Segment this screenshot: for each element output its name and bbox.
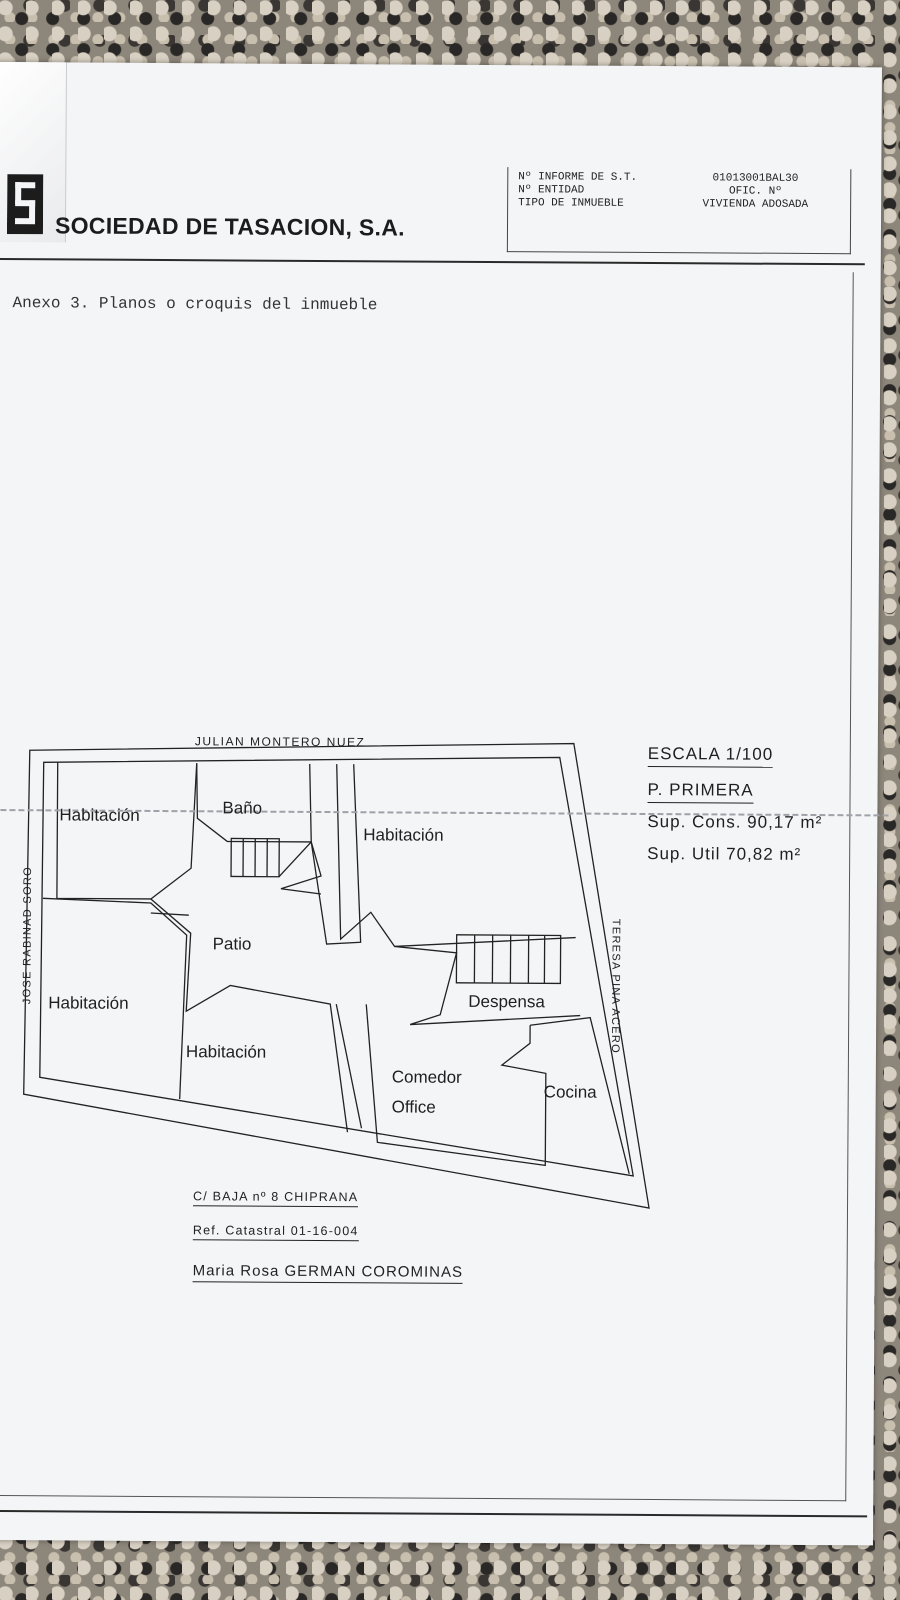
wall-cocina — [530, 1016, 630, 1175]
wall-patio — [150, 898, 349, 1133]
wall-left-room — [42, 897, 188, 1100]
wall-despensa — [394, 945, 581, 1026]
room-label-habitacion-top-left: Habitación — [59, 805, 139, 824]
owner-name: Maria Rosa GERMAN COROMINAS — [192, 1262, 463, 1284]
room-label-bano: Baño — [222, 798, 262, 817]
floor-plan: JULIAN MONTERO NUEZ JOSE RABINAD SORO TE… — [0, 734, 892, 1209]
company-logo-icon — [6, 174, 44, 235]
staircase-upper — [230, 837, 322, 895]
header-ofic-label: OFIC. Nº — [728, 185, 782, 198]
company-name: SOCIEDAD DE TASACION, S.A. — [54, 212, 405, 241]
built-area-label: Sup. Cons. 90,17 m² — [647, 811, 823, 833]
paper-fold-line — [0, 808, 892, 817]
room-label-cocina: Cocina — [544, 1082, 598, 1101]
room-label-comedor: Comedor — [392, 1067, 462, 1086]
wall-top-left-room — [56, 762, 198, 900]
wall-stair-core — [310, 764, 362, 945]
document-page: SOCIEDAD DE TASACION, S.A. Nº INFORME DE… — [0, 62, 892, 1546]
header-label-informe: Nº INFORME DE S.T. — [518, 171, 638, 184]
inner-wall — [39, 756, 635, 1177]
room-label-habitacion-center: Habitación — [186, 1042, 266, 1061]
cadastral-reference: Ref. Catastral 01-16-004 — [192, 1223, 359, 1242]
header-values: 01013001BAL30 OFIC. Nº VIVIENDA ADOSADA — [702, 172, 808, 212]
street-label-right: TERESA PINA ACERO — [609, 919, 622, 1054]
wall-stub — [150, 912, 189, 916]
header-divider — [0, 257, 865, 266]
header-label-entidad: Nº ENTIDAD — [518, 184, 585, 197]
floor-level-label: P. PRIMERA — [647, 779, 754, 804]
street-label-top: JULIAN MONTERO NUEZ — [195, 734, 366, 749]
outer-wall — [23, 742, 650, 1209]
room-label-office: Office — [392, 1097, 436, 1116]
room-label-despensa: Despensa — [468, 992, 545, 1011]
usable-area-label: Sup. Util 70,82 m² — [647, 843, 802, 864]
room-label-habitacion-top-right: Habitación — [363, 825, 443, 844]
room-label-habitacion-left: Habitación — [48, 993, 128, 1012]
scale-label: ESCALA 1/100 — [647, 743, 774, 768]
property-address: C/ BAJA nº 8 CHIPRANA — [193, 1189, 359, 1208]
staircase-lower — [455, 934, 562, 985]
wall-center-room — [335, 1003, 363, 1129]
wall-bano — [196, 763, 312, 843]
room-label-patio: Patio — [213, 934, 252, 953]
header-tipo-value: VIVIENDA ADOSADA — [702, 198, 809, 211]
header-ref-code: 01013001BAL30 — [712, 172, 799, 185]
header-label-tipo: TIPO DE INMUEBLE — [518, 197, 624, 210]
street-label-left: JOSE RABINAD SORO — [21, 866, 34, 1004]
report-header-box: Nº INFORME DE S.T. Nº ENTIDAD TIPO DE IN… — [506, 167, 852, 255]
header-labels: Nº INFORME DE S.T. Nº ENTIDAD TIPO DE IN… — [518, 171, 637, 211]
footer-divider — [0, 1509, 868, 1518]
wall-top-right-room — [336, 764, 576, 948]
wall-comedor — [365, 1004, 547, 1167]
annex-title: Anexo 3. Planos o croquis del inmueble — [12, 294, 378, 315]
